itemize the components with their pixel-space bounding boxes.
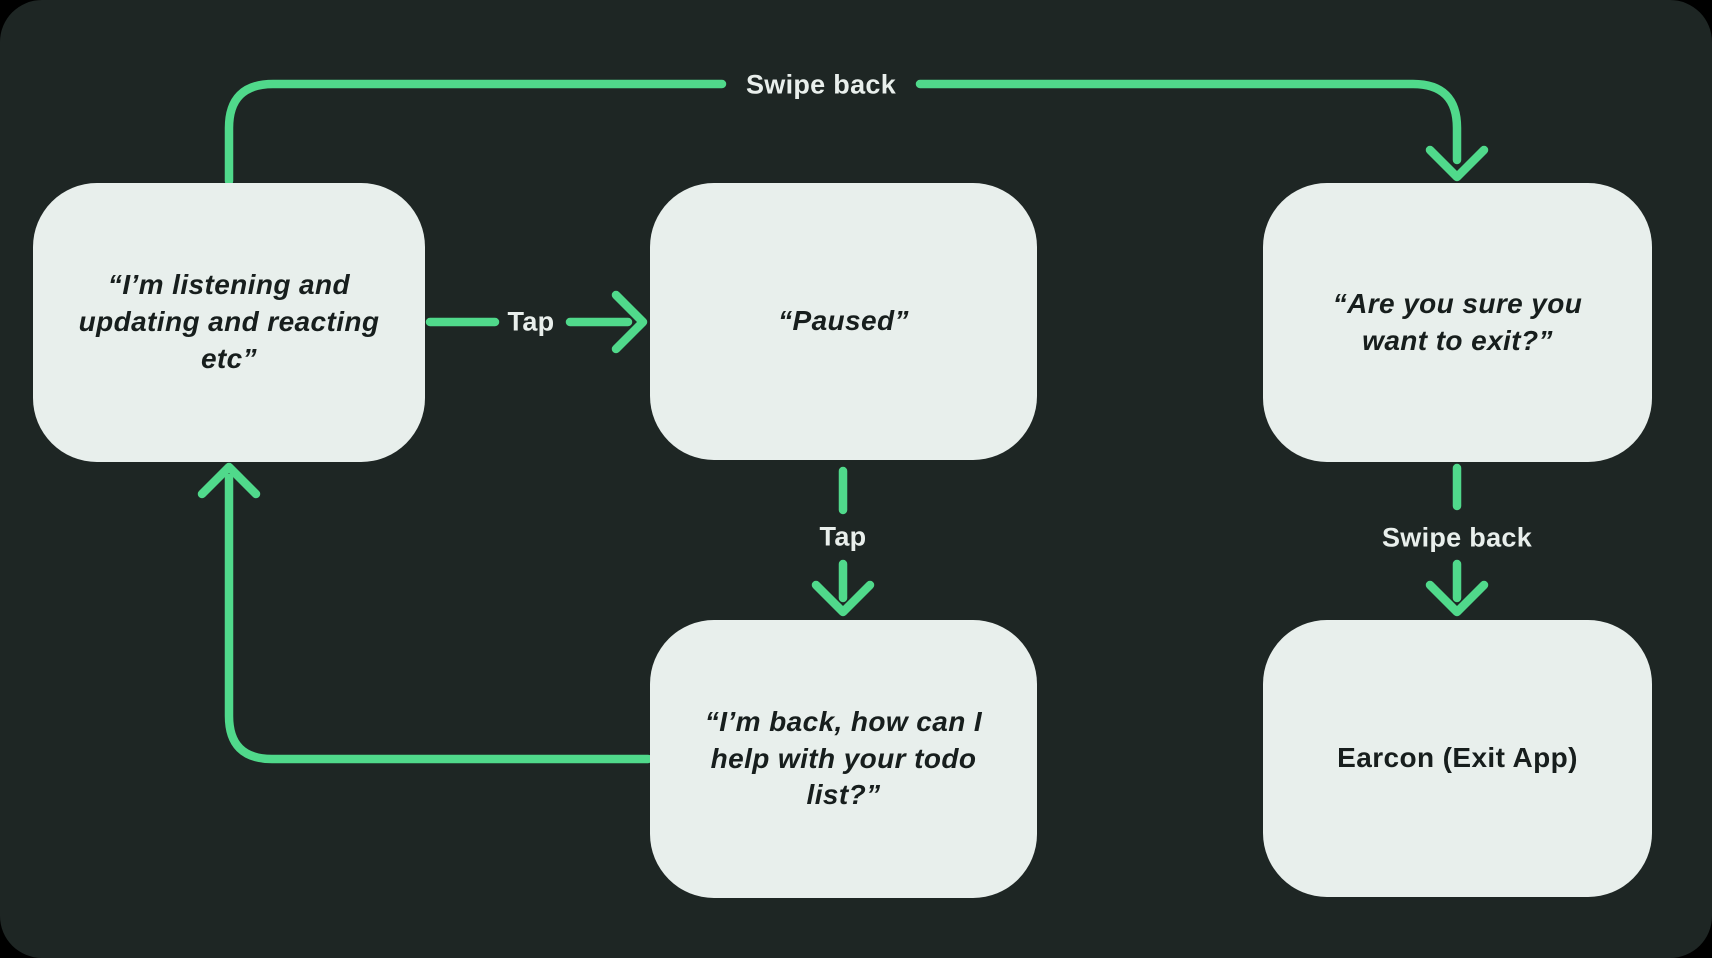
arrowhead-up-icon — [197, 462, 261, 499]
node-listening-label: “I’m listening and updating and reacting… — [78, 269, 380, 374]
node-paused-label: “Paused” — [778, 305, 909, 337]
edge-label-tap-vertical: Tap — [819, 521, 867, 552]
node-exit-confirm-label: “Are you sure you want to exit?” — [1332, 287, 1583, 356]
arrowhead-right-icon — [611, 290, 648, 354]
edge-label-swipe-back-top: Swipe back — [745, 69, 897, 100]
node-back-helping: “I’m back, how can I help with your todo… — [650, 620, 1037, 898]
node-back-helping-label: “I’m back, how can I help with your todo… — [704, 705, 983, 811]
node-listening: “I’m listening and updating and reacting… — [33, 183, 425, 462]
node-exit-confirm: “Are you sure you want to exit?” — [1263, 183, 1652, 462]
edge-return-loop — [197, 462, 653, 764]
edge-label-tap-horizontal: Tap — [507, 306, 555, 337]
arrowhead-down-icon — [1425, 580, 1489, 617]
edge-label-swipe-back-vertical: Swipe back — [1381, 522, 1533, 553]
node-paused: “Paused” — [650, 183, 1037, 460]
arrowhead-down-icon — [811, 580, 875, 617]
node-earcon-exit: Earcon (Exit App) — [1263, 620, 1652, 897]
node-earcon-exit-label: Earcon (Exit App) — [1337, 742, 1578, 774]
arrowhead-down-icon — [1425, 145, 1489, 182]
